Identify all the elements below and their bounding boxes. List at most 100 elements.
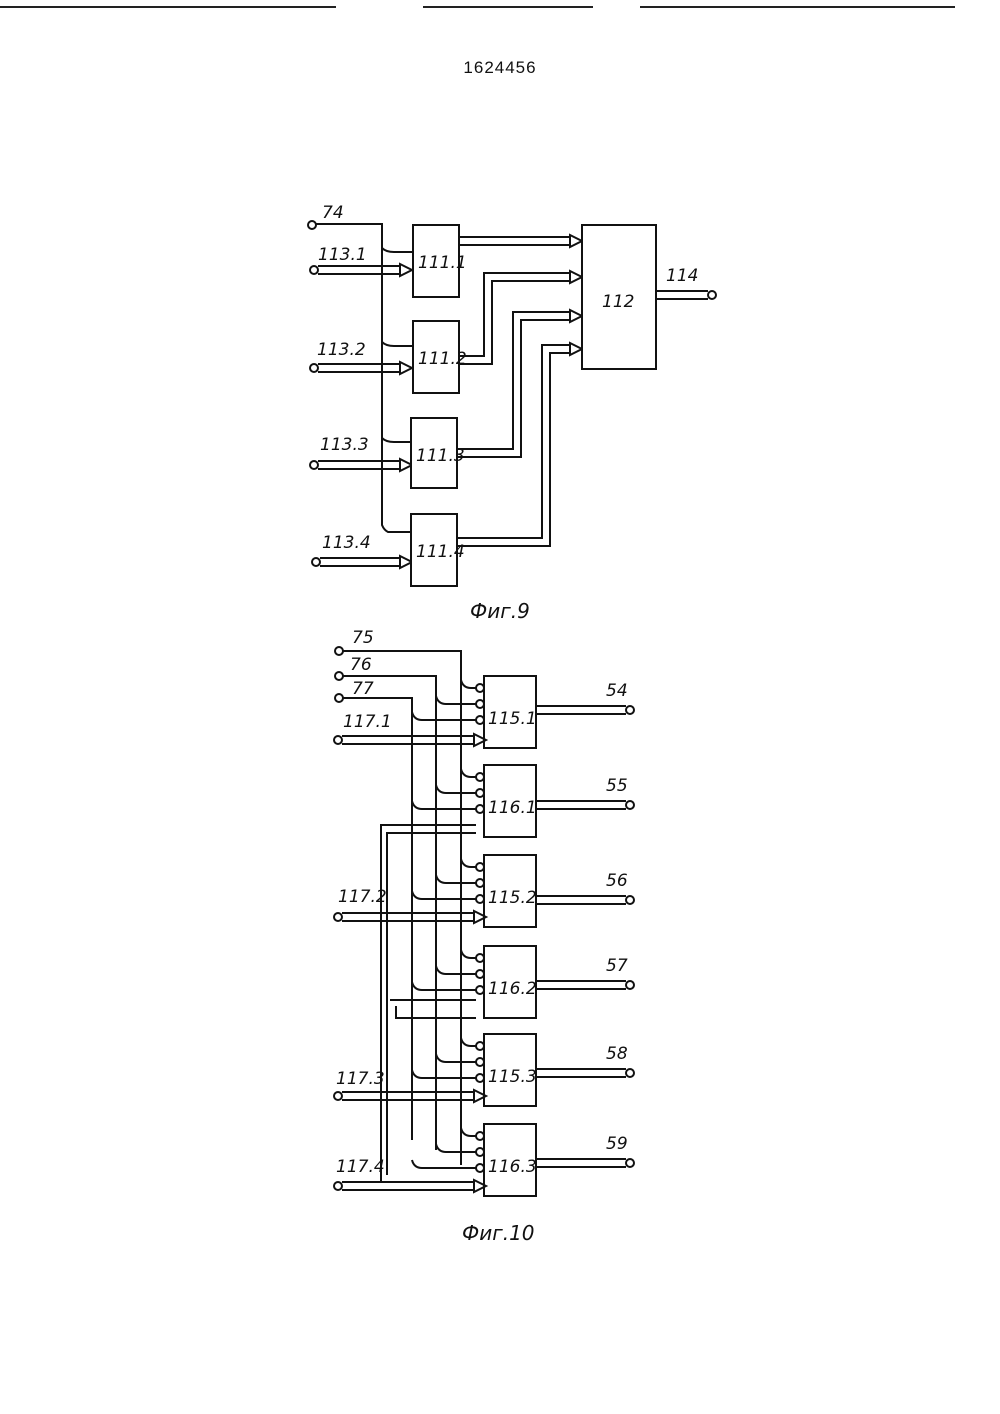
fig10-bus-117-3 <box>342 1092 474 1100</box>
fig10-control-stub-2-1 <box>436 875 476 883</box>
fig9-arrow-112-in-2 <box>570 271 582 283</box>
fig10-terminal-76 <box>335 672 343 680</box>
fig10-output-terminal-56 <box>626 896 634 904</box>
fig10-output-terminal-58 <box>626 1069 634 1077</box>
fig9-block-label-111-1: 111.1 <box>418 253 467 273</box>
fig10-inversion-input-4-2 <box>476 1074 484 1082</box>
fig9-bus-113-2 <box>318 364 400 372</box>
fig10-block-label-115-1: 115.1 <box>488 709 537 729</box>
fig10-terminal-117-3 <box>334 1092 342 1100</box>
fig9-bus-arrow-113-2 <box>400 362 412 374</box>
fig10-inversion-input-2-2 <box>476 895 484 903</box>
fig10-label-76: 76 <box>350 655 372 675</box>
fig10-terminal-117-4 <box>334 1182 342 1190</box>
fig10-inversion-input-3-2 <box>476 986 484 994</box>
fig10-output-label-56: 56 <box>606 871 628 891</box>
fig10-bus-trunk-117-2 <box>390 1000 476 1018</box>
fig9-bus-111-1-to-112 <box>459 237 570 245</box>
fig9-terminal-74 <box>308 221 316 229</box>
fig10-inversion-input-5-0 <box>476 1132 484 1140</box>
fig9-arrow-112-in-4 <box>570 343 582 355</box>
fig9-bus-113-1 <box>318 266 400 274</box>
fig10-inversion-input-1-0 <box>476 773 484 781</box>
fig10-output-label-57: 57 <box>606 956 628 976</box>
fig10-label-117-4: 117.4 <box>336 1157 385 1177</box>
fig10-bus-117-2 <box>342 913 474 921</box>
fig9-arrow-112-in-1 <box>570 235 582 247</box>
fig9-label-input-74: 74 <box>322 203 344 223</box>
fig10-control-stub-4-1 <box>436 1054 476 1062</box>
fig9-bus-111-2-to-112 <box>459 273 570 364</box>
fig9-terminal-113-2 <box>310 364 318 372</box>
fig9-bus-111-3-to-112 <box>457 312 570 457</box>
fig9-label-output-114: 114 <box>666 266 698 286</box>
fig10-output-label-59: 59 <box>606 1134 628 1154</box>
fig9-terminal-113-1 <box>310 266 318 274</box>
fig10-inversion-input-4-1 <box>476 1058 484 1066</box>
fig10-terminal-117-2 <box>334 913 342 921</box>
fig9-control-tap-2 <box>382 342 412 346</box>
fig10-output-bus-57 <box>536 981 626 989</box>
fig9-terminal-113-3 <box>310 461 318 469</box>
fig10-control-stub-2-0 <box>461 859 476 867</box>
fig10-control-stub-5-0 <box>461 1128 476 1136</box>
fig10-label-117-1: 117.1 <box>343 712 392 732</box>
fig9-arrow-112-in-3 <box>570 310 582 322</box>
fig10-inversion-input-5-2 <box>476 1164 484 1172</box>
fig9-label-113-1: 113.1 <box>318 245 367 265</box>
fig10-inversion-input-2-1 <box>476 879 484 887</box>
fig10-output-label-55: 55 <box>606 776 628 796</box>
fig10-control-stub-3-0 <box>461 950 476 958</box>
fig10-control-stub-3-2 <box>412 982 476 990</box>
fig9-label-113-3: 113.3 <box>320 435 369 455</box>
fig10-output-bus-56 <box>536 896 626 904</box>
fig10-terminal-77 <box>335 694 343 702</box>
fig9-bus-114 <box>656 291 708 299</box>
fig10-caption: Фиг.10 <box>462 1221 535 1245</box>
fig10-bus-117-4 <box>342 1182 474 1190</box>
fig10-inversion-input-3-1 <box>476 970 484 978</box>
fig10-control-stub-2-2 <box>412 891 476 899</box>
fig9-bus-arrow-113-1 <box>400 264 412 276</box>
fig10-output-bus-59 <box>536 1159 626 1167</box>
fig10-output-terminal-55 <box>626 801 634 809</box>
fig10-block-label-115-3: 115.3 <box>488 1067 537 1087</box>
fig10-blocks-group: 115.154116.155115.256116.257115.358116.3… <box>412 676 634 1196</box>
fig9-bus-113-4 <box>320 558 400 566</box>
fig10-control-stub-1-0 <box>461 769 476 777</box>
fig10-bus-117-1 <box>342 736 474 744</box>
fig10-label-77: 77 <box>352 679 374 699</box>
fig10-block-label-116-1: 116.1 <box>488 798 537 818</box>
fig10-inversion-input-3-0 <box>476 954 484 962</box>
fig9-block-label-112: 112 <box>602 292 634 312</box>
fig10-inversion-input-5-1 <box>476 1148 484 1156</box>
fig10-control-stub-1-1 <box>436 785 476 793</box>
fig10-control-stub-0-2 <box>412 712 476 720</box>
fig10-inversion-input-4-0 <box>476 1042 484 1050</box>
fig10-output-label-54: 54 <box>606 681 628 701</box>
fig9-label-113-2: 113.2 <box>317 340 366 360</box>
fig10-inversion-input-0-1 <box>476 700 484 708</box>
fig10-inversion-input-0-0 <box>476 684 484 692</box>
fig9-terminal-114 <box>708 291 716 299</box>
fig10-control-stub-0-0 <box>461 680 476 688</box>
fig10-block-label-116-3: 116.3 <box>488 1157 537 1177</box>
fig10-label-75: 75 <box>352 628 374 648</box>
fig10-inversion-input-1-2 <box>476 805 484 813</box>
fig9-control-line <box>316 224 412 532</box>
fig9-label-113-4: 113.4 <box>322 533 371 553</box>
fig10-output-terminal-59 <box>626 1159 634 1167</box>
fig10-output-bus-58 <box>536 1069 626 1077</box>
fig10-control-stub-4-0 <box>461 1038 476 1046</box>
fig10-inversion-input-2-0 <box>476 863 484 871</box>
fig10-control-stub-5-1 <box>436 1144 476 1152</box>
fig10-diagram: 75 76 77 115.154116.155115.256116.257115… <box>334 628 634 1245</box>
fig9-caption: Фиг.9 <box>470 599 530 623</box>
fig9-bus-113-3 <box>318 461 400 469</box>
fig10-output-bus-55 <box>536 801 626 809</box>
fig10-output-terminal-57 <box>626 981 634 989</box>
fig10-control-stub-3-1 <box>436 966 476 974</box>
fig10-block-label-115-2: 115.2 <box>488 888 537 908</box>
fig10-terminal-117-1 <box>334 736 342 744</box>
